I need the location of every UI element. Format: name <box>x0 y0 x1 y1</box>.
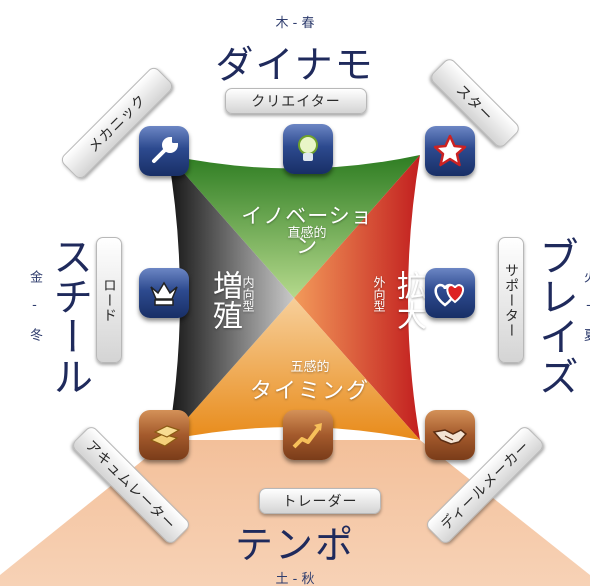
crown-icon[interactable] <box>139 268 189 318</box>
star-icon[interactable] <box>425 126 475 176</box>
rising-chart-icon[interactable] <box>283 410 333 460</box>
gold-bars-icon[interactable] <box>139 410 189 460</box>
innovation-quadrant <box>168 155 420 298</box>
timing-label: タイミング <box>249 379 370 404</box>
timing-quadrant <box>168 298 420 440</box>
profile-title-bottom: テンポ <box>234 523 355 567</box>
innovation-sub: 直感的 <box>287 226 327 241</box>
season-left: 金 - 冬 <box>27 270 42 341</box>
lightbulb-icon[interactable] <box>283 124 333 174</box>
profile-title-top: ダイナモ <box>215 43 375 87</box>
hearts-icon[interactable] <box>425 268 475 318</box>
season-right: 火 - 夏 <box>581 270 590 341</box>
season-top: 木 - 春 <box>275 16 315 31</box>
expansion-sub: 外向型 <box>372 276 386 312</box>
season-bottom: 土 - 秋 <box>275 572 315 586</box>
handshake-icon[interactable] <box>425 410 475 460</box>
timing-sub: 五感的 <box>290 360 330 375</box>
expansion-label: 拡大 <box>391 270 426 330</box>
lord-pill[interactable]: ロード <box>96 237 122 363</box>
increase-label: 増殖 <box>207 270 242 330</box>
expansion-quadrant <box>294 155 420 440</box>
supporter-pill[interactable]: サポーター <box>498 237 524 363</box>
increase-quadrant <box>168 155 294 440</box>
innovation-label: イノベーション <box>241 204 373 258</box>
profile-title-right: ブレイズ <box>532 236 578 396</box>
profile-title-left: スチール <box>46 236 92 396</box>
trader-pill[interactable]: トレーダー <box>259 488 381 514</box>
increase-sub: 内向型 <box>241 276 255 312</box>
wrench-icon[interactable] <box>139 126 189 176</box>
creator-pill[interactable]: クリエイター <box>225 88 367 114</box>
